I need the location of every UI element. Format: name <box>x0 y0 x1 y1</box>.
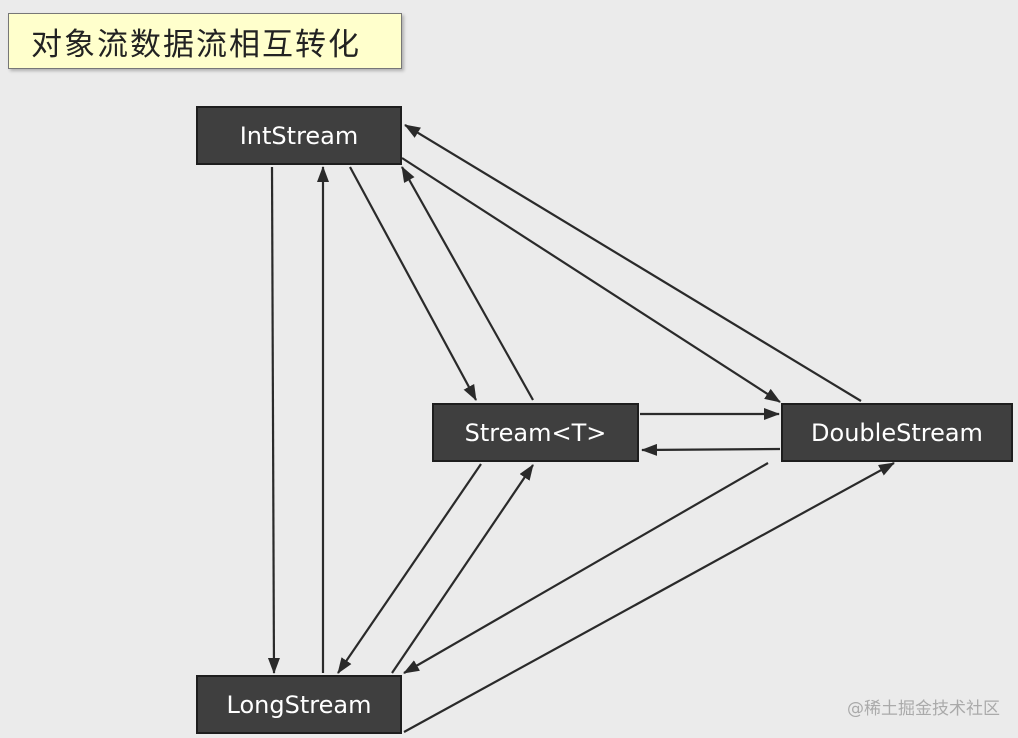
arrow-long-to-double <box>403 462 895 733</box>
node-long-stream: LongStream <box>196 675 402 734</box>
node-stream-t: Stream<T> <box>432 403 639 462</box>
node-int-stream: IntStream <box>196 106 402 165</box>
diagram-title: 对象流数据流相互转化 <box>8 13 402 69</box>
arrow-int-to-long <box>267 166 280 674</box>
arrow-stream-to-int <box>401 166 534 401</box>
node-double-stream: DoubleStream <box>781 403 1013 462</box>
arrow-stream-to-long <box>337 463 482 674</box>
arrow-long-to-stream <box>391 464 534 674</box>
arrow-int-to-double <box>401 157 781 403</box>
arrow-double-to-long <box>403 462 769 674</box>
arrow-double-to-stream <box>641 443 781 456</box>
arrow-double-to-int <box>404 124 862 402</box>
arrow-int-to-stream <box>349 166 477 401</box>
watermark-text: @稀土掘金技术社区 <box>847 699 1000 719</box>
